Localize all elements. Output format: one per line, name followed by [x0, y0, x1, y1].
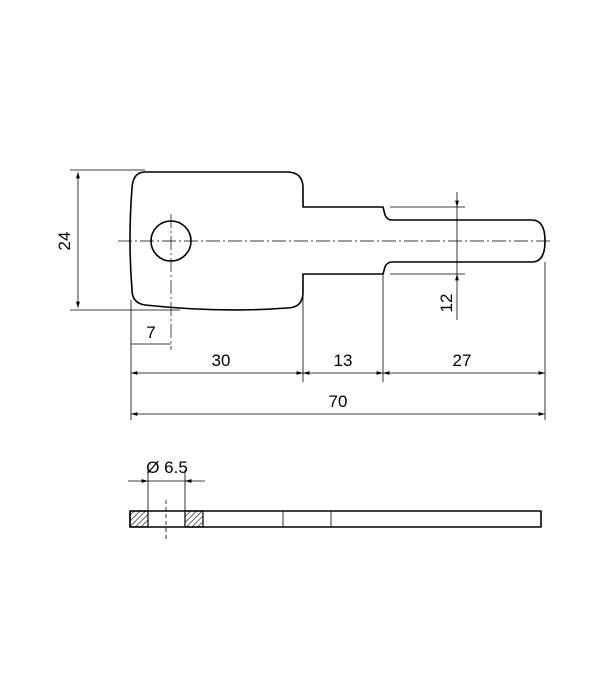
dim-label-7: 7	[146, 323, 155, 342]
dim-label-70: 70	[329, 392, 348, 411]
dim-label-12: 12	[437, 294, 456, 313]
dim-label-diameter: Ø 6.5	[146, 458, 188, 477]
key-top-view	[118, 171, 552, 350]
key-side-view	[129, 500, 542, 540]
dim-hole-diameter: Ø 6.5	[128, 458, 205, 511]
dim-label-24: 24	[55, 232, 74, 251]
dim-chain: 30 13 27	[131, 351, 545, 375]
extension-lines	[130, 262, 546, 420]
dim-overall-length: 70	[131, 392, 545, 416]
key-outline	[129, 171, 546, 311]
dim-slot-height: 12	[390, 192, 465, 320]
dim-label-13: 13	[334, 351, 353, 370]
section-hatch-right	[184, 510, 204, 528]
dim-label-30: 30	[212, 351, 231, 370]
dim-hole-offset: 7	[131, 323, 171, 345]
dim-label-27: 27	[453, 351, 472, 370]
section-hatch-left	[129, 510, 149, 528]
dim-overall-height: 24	[55, 169, 180, 311]
